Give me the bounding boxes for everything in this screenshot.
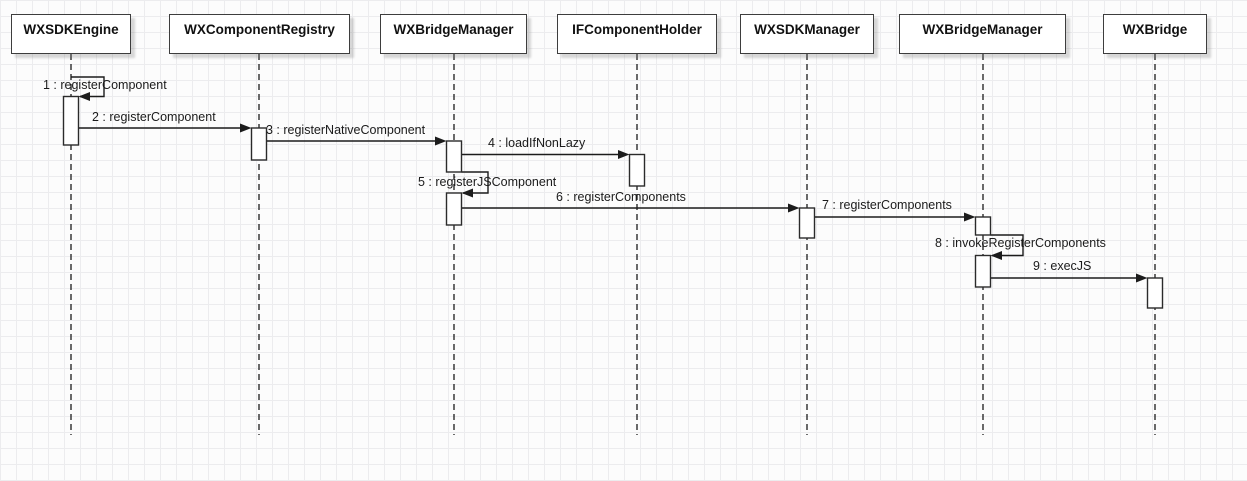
arrowhead-3 xyxy=(435,136,447,146)
message-label-1: 1 : registerComponent xyxy=(43,78,167,92)
message-label-6: 6 : registerComponents xyxy=(556,190,686,204)
arrowhead-5 xyxy=(461,188,473,198)
arrowhead-9 xyxy=(1136,273,1148,283)
arrowhead-4 xyxy=(618,150,630,159)
arrowhead-6 xyxy=(788,203,800,213)
message-label-7: 7 : registerComponents xyxy=(822,198,952,212)
activation-wxbridge xyxy=(1146,277,1164,309)
arrowhead-7 xyxy=(964,212,976,222)
message-label-3: 3 : registerNativeComponent xyxy=(266,123,426,137)
message-arrow-8 xyxy=(990,234,1024,257)
activation-wxbridgemanager-2a xyxy=(974,216,992,236)
arrowhead-8 xyxy=(990,251,1002,260)
participant-box-ifcomponentholder: IFComponentHolder xyxy=(557,14,717,54)
participant-box-wxcomponentregistry: WXComponentRegistry xyxy=(169,14,350,54)
participant-box-wxsdkmanager: WXSDKManager xyxy=(740,14,874,54)
activation-wxbridgemanager-1a xyxy=(445,140,463,173)
activation-ifcomponentholder xyxy=(628,153,646,187)
message-label-5: 5 : registerJSComponent xyxy=(418,175,557,189)
participant-box-wxbridgemanager-2: WXBridgeManager xyxy=(899,14,1066,54)
activation-wxsdkmanager xyxy=(798,207,816,239)
message-label-2: 2 : registerComponent xyxy=(92,110,216,124)
activation-wxbridgemanager-1b xyxy=(445,192,463,226)
message-arrow-1 xyxy=(71,76,105,98)
message-label-8: 8 : invokeRegisterComponents xyxy=(935,236,1106,250)
arrowhead-1 xyxy=(78,92,90,101)
activation-wxbridgemanager-2b xyxy=(974,254,992,288)
activation-wxsdkengine xyxy=(62,95,80,146)
message-label-9: 9 : execJS xyxy=(1033,259,1092,273)
message-label-4: 4 : loadIfNonLazy xyxy=(488,136,586,150)
participant-box-wxsdkengine: WXSDKEngine xyxy=(11,14,131,54)
message-arrow-5 xyxy=(461,171,489,194)
arrowhead-2 xyxy=(240,123,252,133)
activation-wxcomponentregistry xyxy=(250,127,268,161)
participant-box-wxbridge: WXBridge xyxy=(1103,14,1207,54)
participant-box-wxbridgemanager-1: WXBridgeManager xyxy=(380,14,527,54)
